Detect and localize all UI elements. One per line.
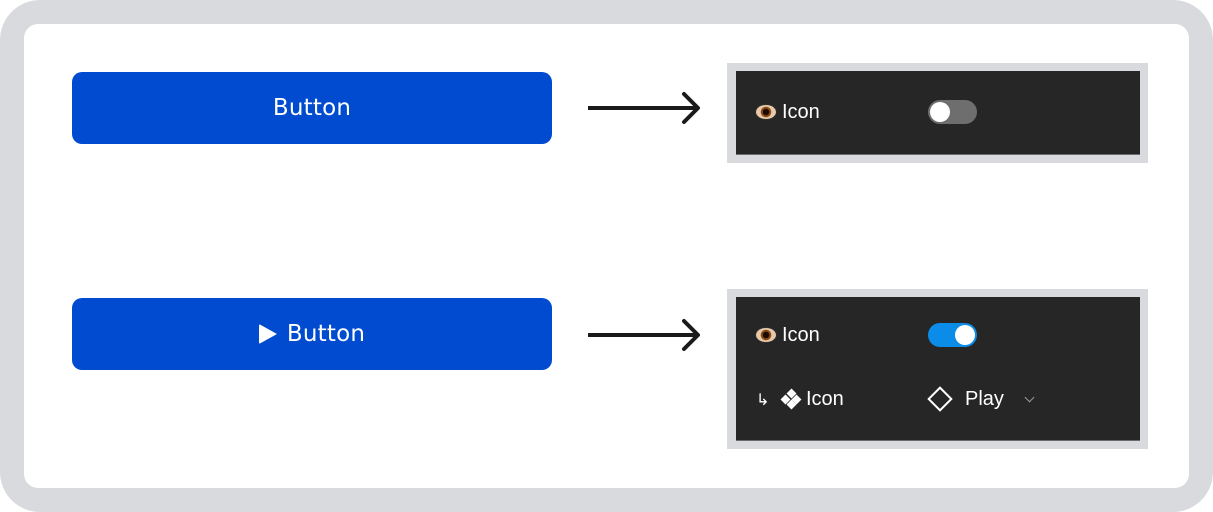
eye-icon: [756, 105, 776, 119]
button-with-icon[interactable]: Button: [72, 298, 552, 370]
panel-body: Icon ↳ Icon Play: [736, 297, 1140, 441]
arrow-right-icon: [588, 92, 700, 124]
property-name: Icon: [782, 323, 820, 346]
chevron-down-icon: [1024, 392, 1035, 402]
boolean-property-row: Icon: [736, 319, 1140, 351]
button-label: Button: [286, 321, 366, 347]
boolean-property-row: Icon: [736, 96, 1140, 128]
property-name: Icon: [782, 100, 820, 123]
eye-icon: [756, 328, 776, 342]
diamond-icon: [927, 386, 953, 412]
property-label: Icon: [756, 101, 820, 124]
instance-value: Play: [965, 387, 1004, 410]
properties-panel-2: Icon ↳ Icon Play: [727, 289, 1148, 449]
instance-swap-dropdown[interactable]: Play: [927, 386, 1035, 412]
property-name: Icon: [806, 387, 844, 410]
instance-swap-property-row: ↳ Icon Play: [736, 383, 1140, 415]
panel-body: Icon: [736, 71, 1140, 155]
button-without-icon[interactable]: Button: [72, 72, 552, 144]
arrow-right-icon: [588, 319, 700, 351]
button-label: Button: [272, 95, 352, 121]
nested-arrow-icon: ↳: [756, 389, 770, 409]
properties-panel-1: Icon: [727, 63, 1148, 163]
icon-visibility-toggle[interactable]: [928, 323, 977, 347]
play-icon: [258, 324, 277, 344]
component-icon: [780, 388, 802, 410]
property-label: Icon: [756, 324, 820, 347]
toggle-knob: [955, 325, 975, 345]
property-label: ↳ Icon: [756, 388, 844, 411]
toggle-knob: [930, 102, 950, 122]
icon-visibility-toggle[interactable]: [928, 100, 977, 124]
